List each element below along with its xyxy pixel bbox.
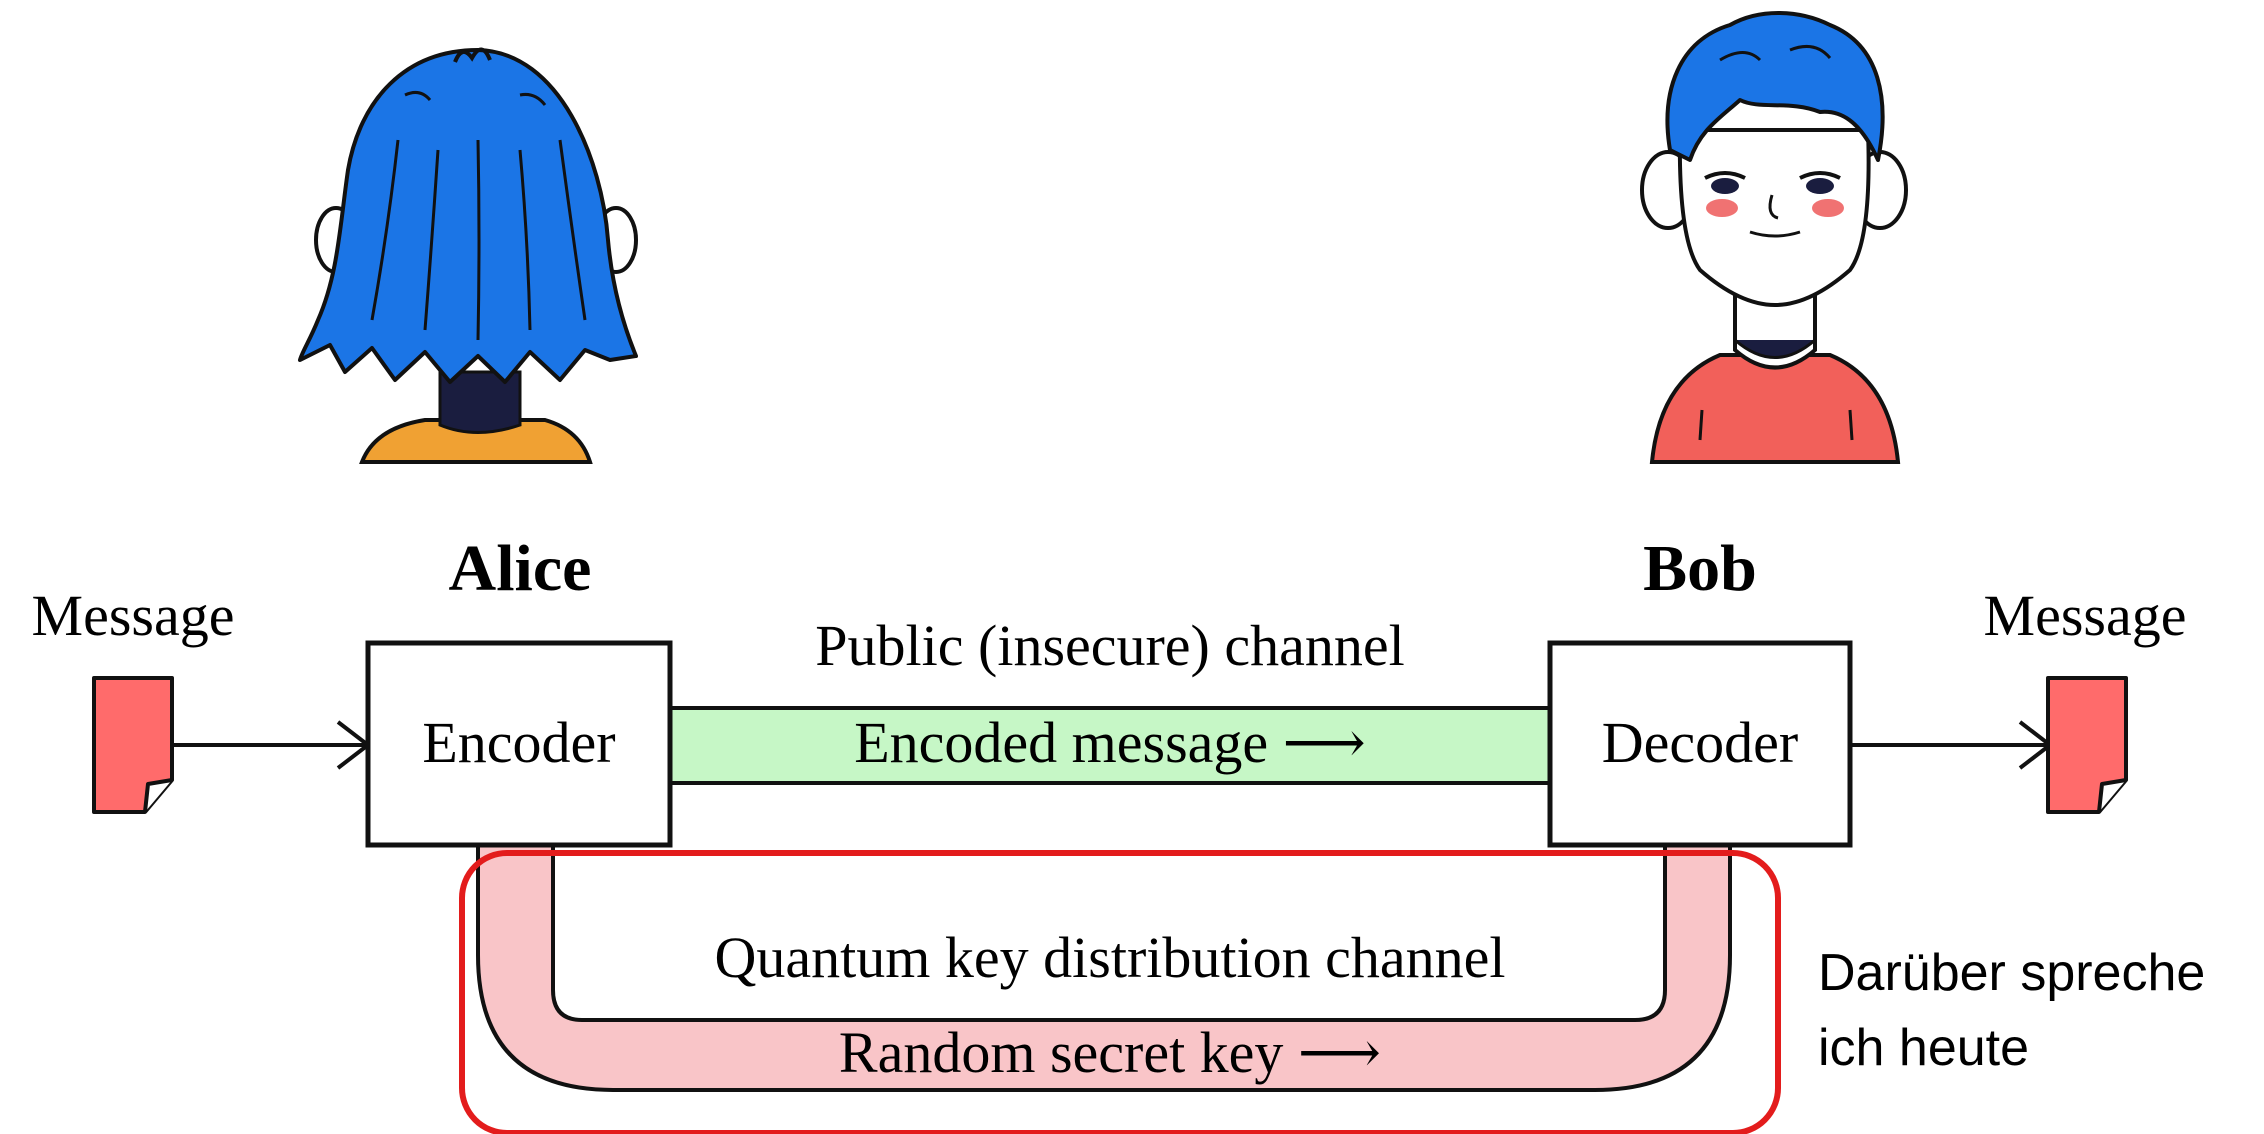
quantum-channel-tube [476,843,1732,1092]
quantum-channel-title: Quantum key distribution channel [715,925,1506,990]
highlight-frame [459,850,1781,1134]
encoder-box [365,640,673,848]
quantum-channel-content: Random secret key ⟶ [839,1020,1381,1085]
output-message-label: Message [1984,583,2187,648]
public-channel-content: Encoded message ⟶ [854,710,1366,775]
annotation-line-2: ich heute [1818,1019,2029,1077]
input-document-icon [92,676,174,814]
receiver-name: Bob [1643,532,1757,605]
input-message-label: Message [32,583,235,648]
alice-illustration [298,47,638,464]
public-channel-title: Public (insecure) channel [815,613,1404,678]
decoder-label: Decoder [1602,710,1798,775]
public-channel-tube [668,706,1552,785]
bob-illustration [1640,11,1908,464]
decoder-box [1547,640,1853,848]
output-arrow [1850,720,2054,770]
input-arrow [172,720,372,770]
annotation-line-1: Darüber spreche [1818,944,2205,1002]
output-document-icon [2046,676,2128,814]
sender-name: Alice [449,532,592,605]
encoder-label: Encoder [422,710,615,775]
